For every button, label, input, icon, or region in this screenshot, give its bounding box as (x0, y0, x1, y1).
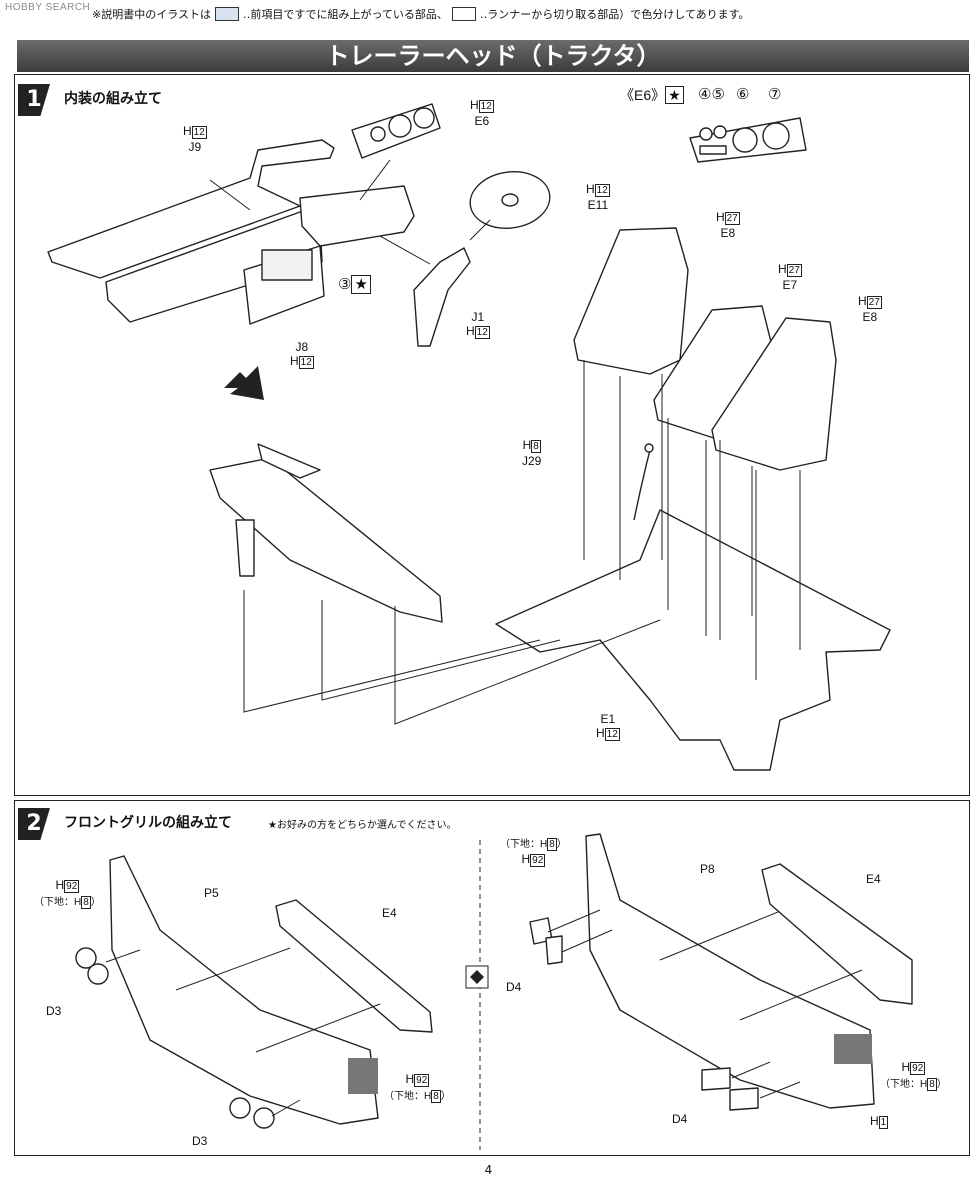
legend-blue-text: ‥前項目ですでに組み上がっている部品、 (243, 8, 448, 21)
label-d4-bottom: D4 (672, 1112, 688, 1126)
floor-part (495, 509, 891, 771)
legend-note: ※説明書中のイラストは ‥前項目ですでに組み上がっている部品、 ‥ランナーから切… (92, 6, 750, 22)
console-switches (261, 249, 313, 281)
label-d3-left: D3 (46, 1004, 62, 1018)
section-title: トレーラーヘッド（トラクタ） (17, 40, 969, 72)
label-e4-right: E4 (866, 872, 881, 886)
legend-lead: ※説明書中のイラストは (92, 8, 211, 21)
legend-white-swatch (451, 7, 476, 21)
frame-left (275, 899, 433, 1033)
page-number: 4 (484, 1163, 493, 1177)
grille-right (585, 833, 875, 1109)
corner-paint-right (834, 1034, 872, 1064)
step1-panel (14, 74, 970, 796)
shift-lever (633, 449, 651, 521)
down-arrow (224, 366, 264, 400)
legend-white-text: ‥ランナーから切り取る部品）で色分けしてあります。 (479, 8, 750, 21)
corner-paint-left (348, 1058, 378, 1094)
dashboard-top-part (47, 139, 335, 279)
instrument-housing (299, 185, 415, 247)
step1-title: 内装の組み立て (64, 91, 162, 107)
gauge-num-45: ④⑤ (698, 86, 725, 103)
legend-blue-swatch (215, 7, 239, 21)
gauge-num-6: ⑥ (736, 86, 750, 103)
seat-passenger (711, 317, 837, 471)
label-e6-detail: 《E6》★ (620, 86, 684, 104)
assembled-dashboard (209, 457, 443, 623)
label-p8: P8 (700, 862, 715, 876)
star-icon: ★ (665, 86, 684, 104)
grille-left (109, 855, 379, 1125)
label-e4-left: E4 (382, 906, 397, 920)
label-d4-left: D4 (506, 980, 522, 994)
gauge-num-7: ⑦ (768, 86, 782, 103)
label-p5: P5 (204, 886, 219, 900)
label-d3-bottom: D3 (192, 1134, 208, 1148)
seat-driver (573, 227, 689, 375)
watermark: HOBBY SEARCH (2, 2, 94, 13)
frame-right (761, 863, 913, 1005)
step2-panel (14, 800, 970, 1156)
step2-title: フロントグリルの組み立て (64, 815, 232, 831)
star-icon: ★ (351, 275, 371, 294)
column-part (413, 247, 471, 347)
gauge-marker: ③★ (338, 275, 371, 294)
dashboard-lower-part (105, 211, 323, 323)
step2-note: ★お好みの方をどちらか選んでください。 (268, 820, 457, 831)
